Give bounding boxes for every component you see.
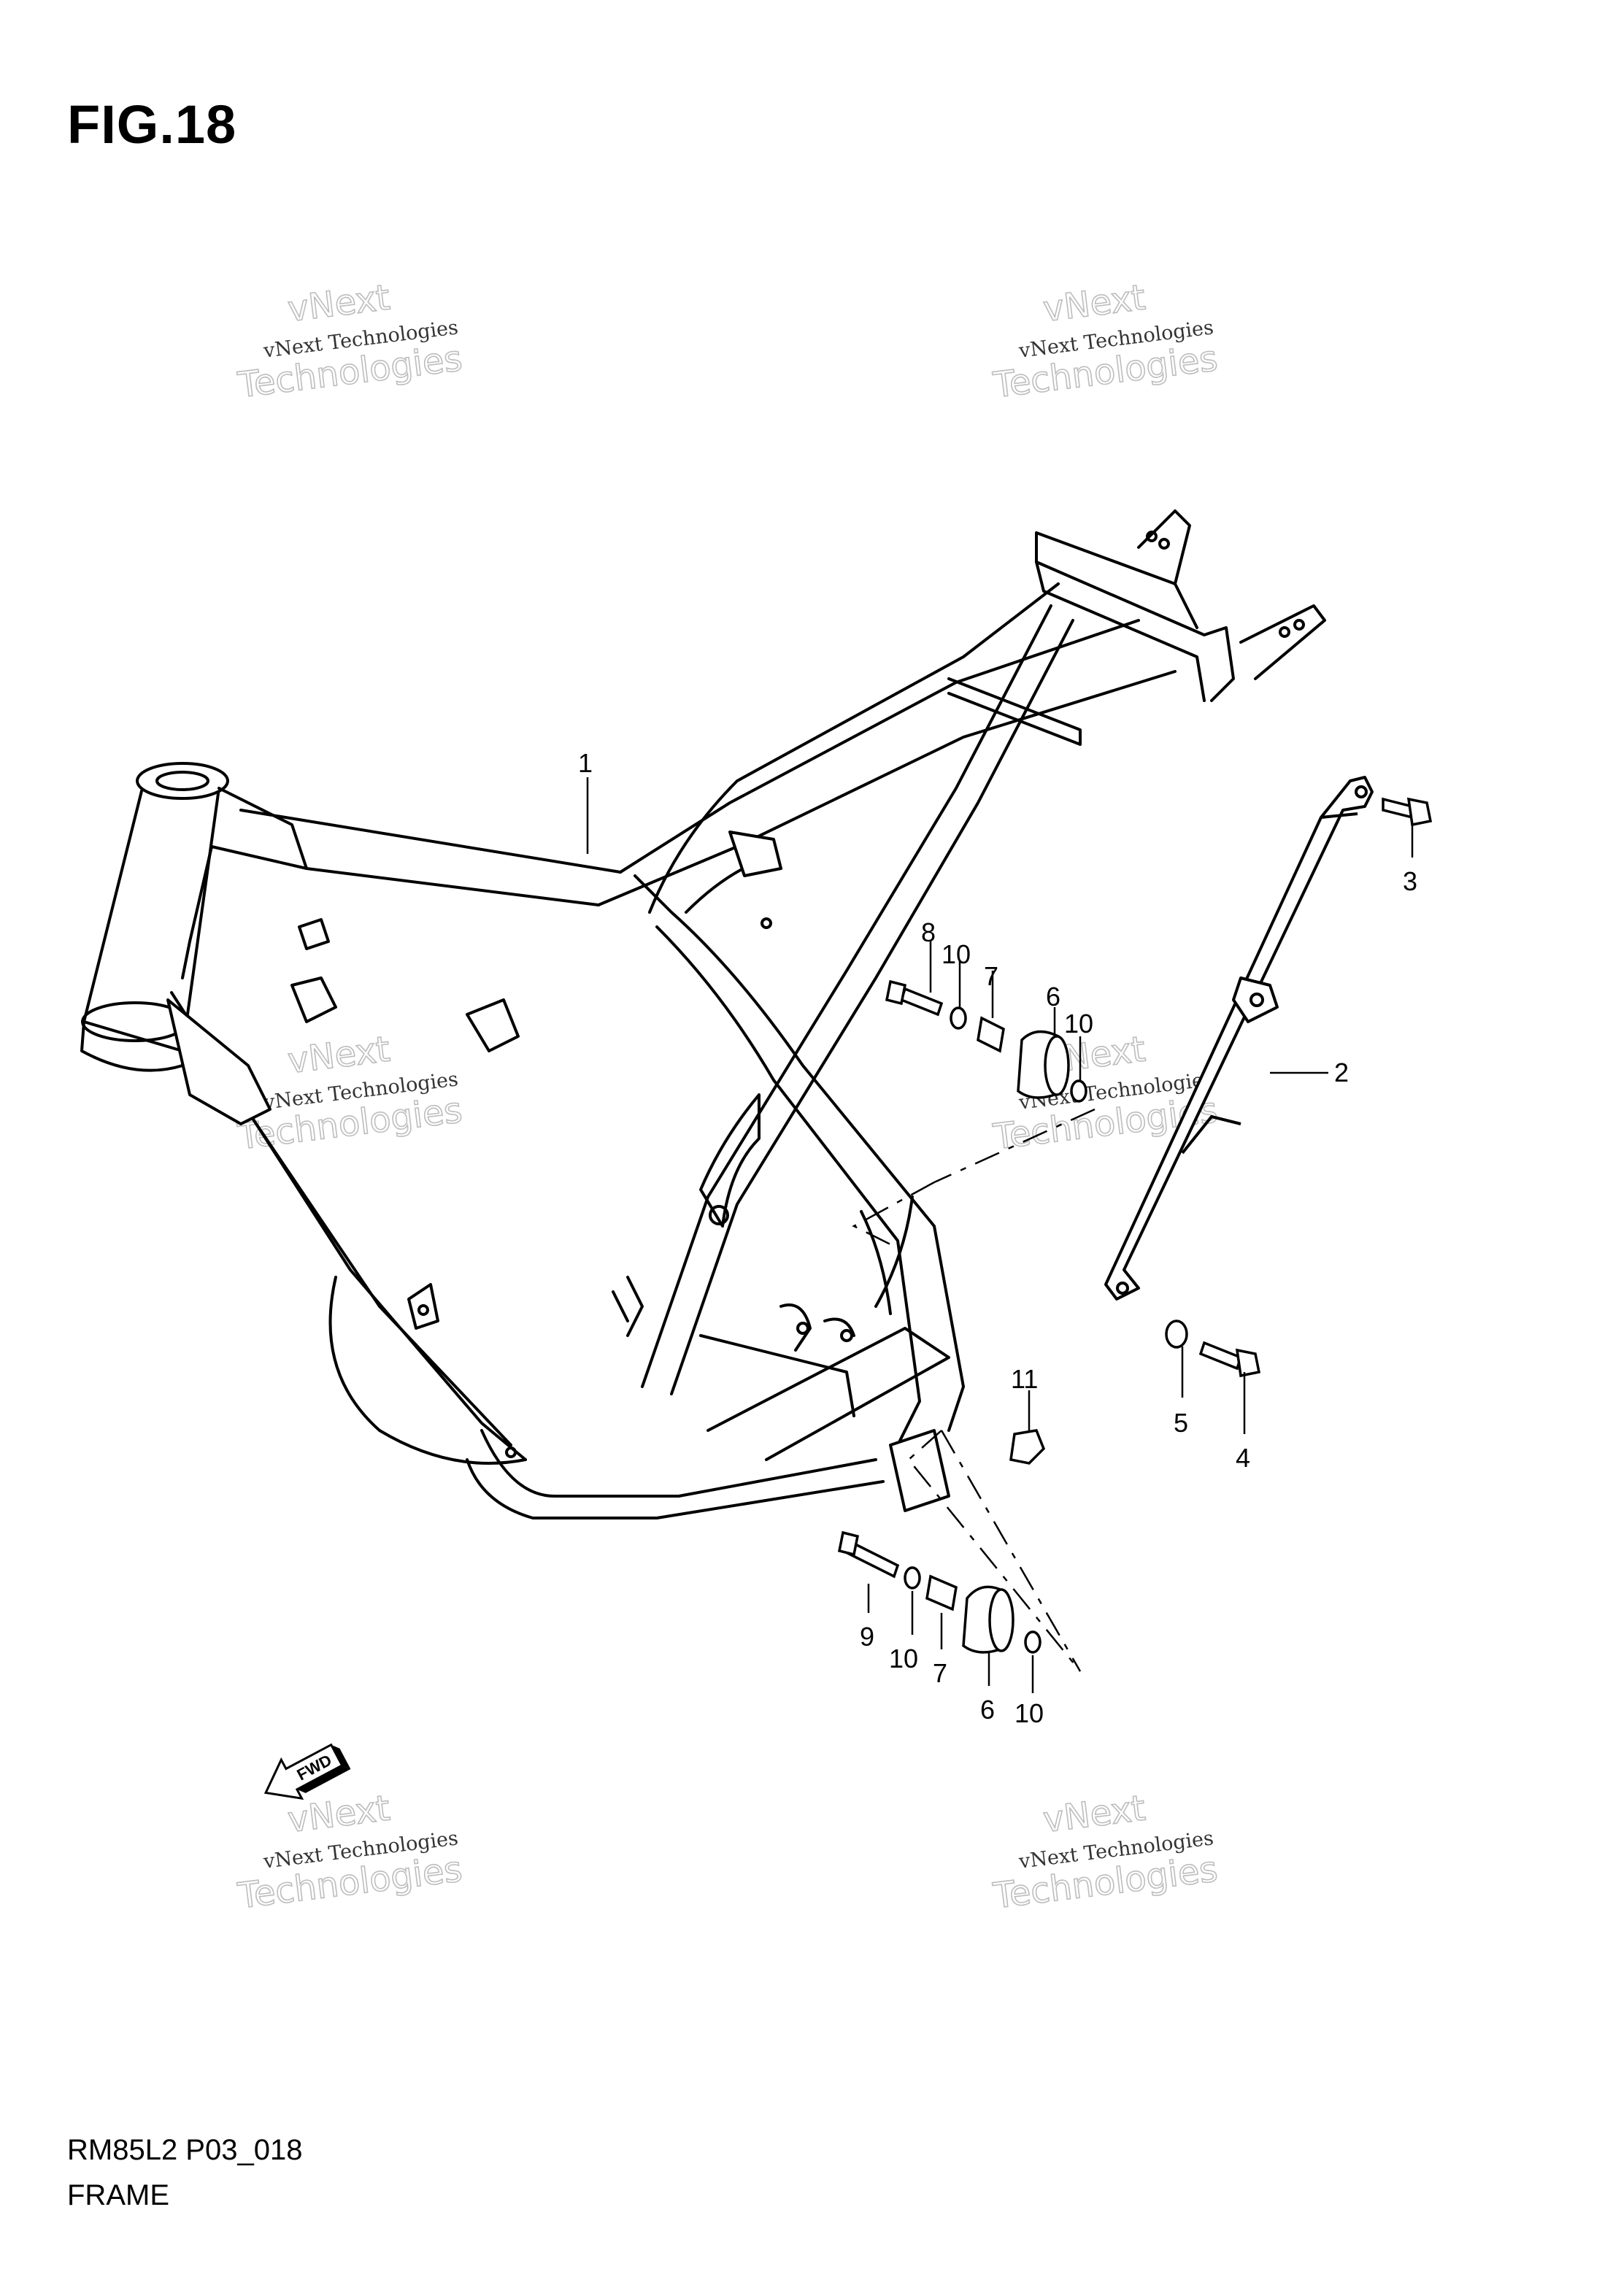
callout-labels: 1 2 3 4 5 6 6 7 7 8 9 10 10 10 10 11 [578, 748, 1417, 1728]
main-frame [80, 509, 1326, 1519]
watermark-big-word: vNext [285, 1788, 392, 1841]
washer-10 [1024, 1630, 1041, 1654]
callout-7: 7 [984, 961, 998, 991]
collar-7 [925, 1574, 958, 1611]
callout-11: 11 [1011, 1364, 1038, 1394]
model-code: RM85L2 P03_018 [67, 2134, 303, 2166]
watermark-big-word: vNext [1041, 1788, 1147, 1841]
callout-10: 10 [1014, 1698, 1044, 1728]
watermark: vNext vNext Technologies Technologies [990, 1787, 1220, 1917]
callout-3: 3 [1403, 866, 1417, 896]
callout-5: 5 [1174, 1408, 1188, 1438]
callout-1: 1 [578, 748, 593, 778]
callout-10: 10 [889, 1644, 918, 1673]
hardware-parts [837, 797, 1433, 1654]
washer-10 [950, 1006, 967, 1030]
bolt-3 [1382, 797, 1433, 827]
watermark: vNext vNext Technologies Technologies [235, 277, 465, 407]
washer-10 [904, 1566, 921, 1590]
callout-4: 4 [1236, 1443, 1250, 1473]
leader-lines [586, 777, 1414, 1693]
watermark: vNext vNext Technologies Technologies [235, 1028, 465, 1158]
callout-10: 10 [942, 939, 971, 969]
forward-arrow: FWD [263, 1743, 351, 1800]
callout-2: 2 [1334, 1058, 1349, 1087]
watermark-big-word: vNext [285, 1029, 392, 1082]
callout-9: 9 [860, 1622, 874, 1652]
callout-7: 7 [933, 1658, 947, 1688]
nut-11 [1009, 1429, 1046, 1465]
watermark-big-word: vNext [285, 277, 392, 331]
callout-6: 6 [980, 1695, 995, 1725]
figure-title: FIG.18 [67, 94, 237, 155]
washer-10 [1070, 1079, 1087, 1103]
callout-6: 6 [1046, 982, 1060, 1012]
bolt-8 [885, 979, 944, 1017]
rear-stay [1104, 776, 1374, 1301]
watermark: vNext vNext Technologies Technologies [990, 277, 1220, 407]
callout-10: 10 [1064, 1009, 1093, 1039]
callout-8: 8 [921, 917, 936, 947]
washer-5 [1165, 1320, 1188, 1349]
watermark-big-word: vNext [1041, 277, 1147, 331]
bolt-4 [1198, 1341, 1243, 1371]
collar-7 [977, 1016, 1005, 1053]
watermark: vNext vNext Technologies Technologies [235, 1787, 465, 1917]
figure-name: FRAME [67, 2179, 169, 2211]
